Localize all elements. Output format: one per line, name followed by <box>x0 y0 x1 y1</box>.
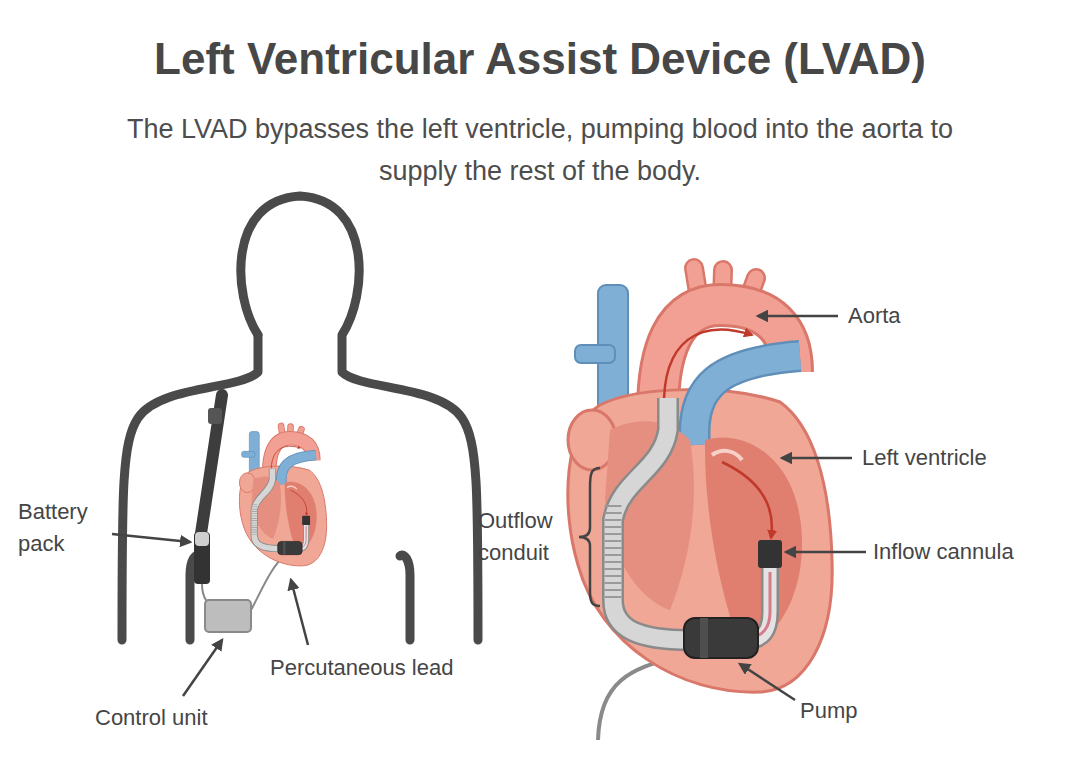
battery-pack <box>195 532 209 546</box>
leader-line <box>112 534 190 542</box>
body-outline <box>122 335 258 640</box>
leader-line <box>740 664 795 700</box>
battery-pack <box>194 532 210 584</box>
diagram-caption: The LVAD bypasses the left ventricle, pu… <box>95 108 985 192</box>
bracket <box>579 468 600 606</box>
part-label: Control unit <box>95 702 208 734</box>
leader-line <box>183 640 222 696</box>
part-label: Percutaneous lead <box>270 652 453 684</box>
leader-line <box>758 315 838 318</box>
leader-line <box>782 457 852 460</box>
body-outline <box>400 555 410 640</box>
diagram-title: Left Ventricular Assist Device (LVAD) <box>0 34 1080 84</box>
control-unit <box>205 600 251 632</box>
part-label: Inflow cannula <box>873 536 1014 568</box>
body-outline <box>241 196 478 640</box>
part-label: Aorta <box>848 300 901 332</box>
part-label: Pump <box>800 695 857 727</box>
leader-line <box>786 551 866 554</box>
battery-strap <box>200 395 222 540</box>
heart-illustration <box>568 268 832 692</box>
part-label: Outflow conduit <box>478 505 578 569</box>
leader-lines <box>112 316 866 700</box>
body-outline <box>122 196 478 640</box>
part-label: Left ventricle <box>862 442 987 474</box>
part-label: Battery pack <box>18 496 113 560</box>
strap-buckle <box>208 408 222 424</box>
leader-line <box>291 580 308 645</box>
heart-illustration <box>239 426 326 566</box>
